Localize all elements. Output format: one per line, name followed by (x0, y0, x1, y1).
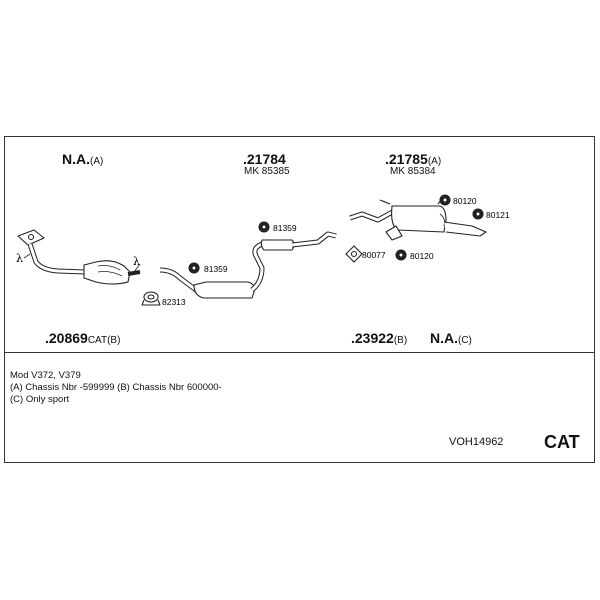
resonator-pipe (260, 231, 337, 251)
note-chassis: (A) Chassis Nbr -599999 (B) Chassis Nbr … (10, 382, 222, 393)
note-model: Mod V372, V379 (10, 370, 81, 381)
part-81359-left: 81359 (204, 264, 228, 274)
label-20869: .20869CAT(B) (45, 330, 121, 346)
product-code: VOH14962 (449, 436, 504, 448)
label-21784: .21784 (243, 151, 286, 167)
label-mk-85385: MK 85385 (244, 166, 290, 177)
label-21785: .21785(A) (385, 151, 442, 167)
label-23922: .23922(B) (351, 330, 408, 346)
middle-muffler (159, 241, 265, 299)
notes-divider (4, 352, 595, 353)
clamp-81359-upper-icon (258, 221, 270, 233)
cat-badge: CAT (544, 432, 580, 452)
label-na-a: N.A.(A) (62, 151, 104, 167)
part-82313: 82313 (162, 297, 186, 307)
gasket-82313-icon (141, 291, 161, 306)
lambda-symbol-rear: λ (133, 255, 140, 268)
part-80120-lower: 80120 (410, 251, 434, 261)
note-sport: (C) Only sport (10, 394, 70, 405)
mount-80121-icon (472, 208, 484, 220)
part-80121: 80121 (486, 210, 510, 220)
clamp-81359-left-icon (188, 262, 200, 274)
diagram-frame (4, 136, 595, 463)
lambda-symbol-front: λ (16, 252, 23, 265)
part-80120-upper: 80120 (453, 196, 477, 206)
mount-80120-upper-icon (439, 194, 451, 206)
rear-muffler (349, 195, 487, 241)
gasket-80077-icon (345, 245, 363, 263)
part-81359-upper: 81359 (273, 223, 297, 233)
label-mk-85384: MK 85384 (390, 166, 436, 177)
front-pipe (17, 229, 87, 275)
catalytic-converter (83, 260, 141, 285)
label-na-c: N.A.(C) (430, 330, 472, 346)
notes-block: Mod V372, V379 (A) Chassis Nbr -599999 (… (10, 370, 222, 406)
part-80077: 80077 (362, 250, 386, 260)
mount-80120-lower-icon (395, 249, 407, 261)
